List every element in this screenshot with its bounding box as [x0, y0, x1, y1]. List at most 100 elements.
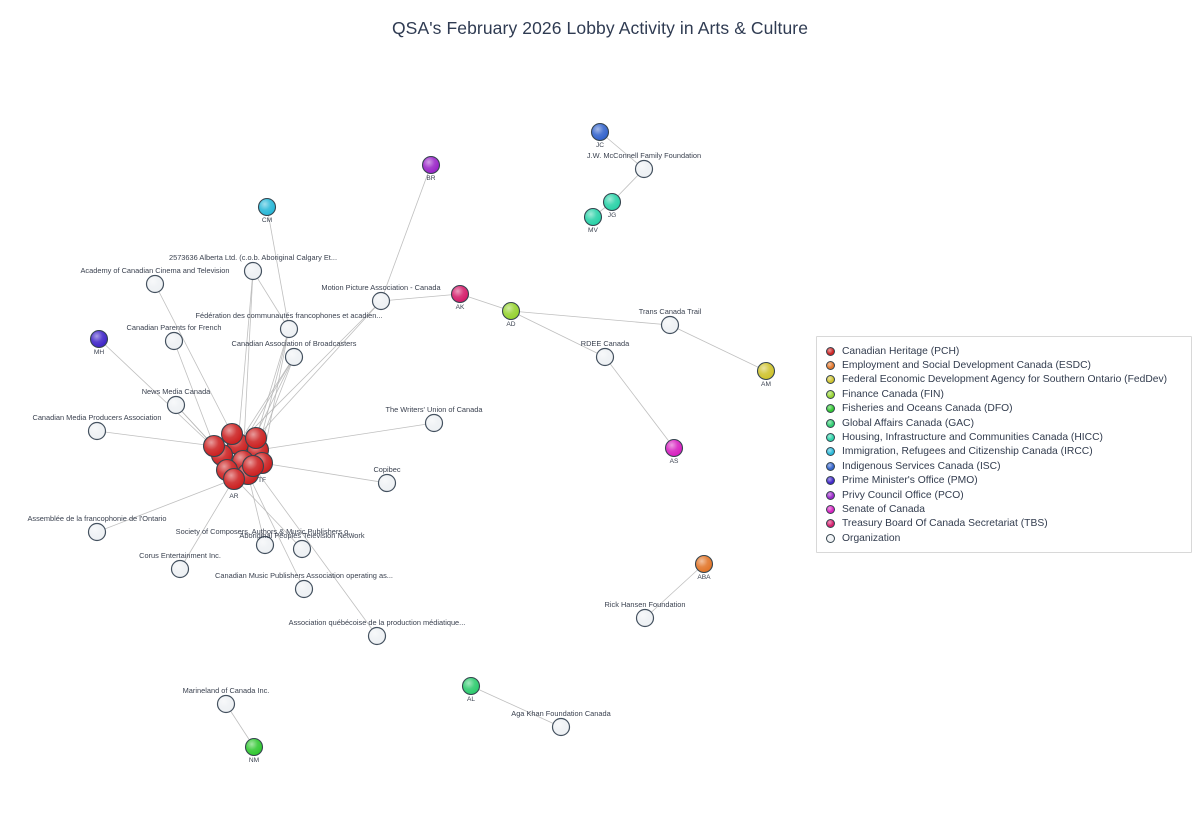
graph-edge — [173, 340, 215, 447]
node-label: Marineland of Canada Inc. — [183, 686, 270, 695]
legend-item-hicc[interactable]: Housing, Infrastructure and Communities … — [826, 430, 1183, 444]
legend-item-label: Indigenous Services Canada (ISC) — [842, 460, 1001, 472]
graph-edge — [380, 164, 432, 302]
graph-edge — [96, 478, 235, 533]
graph-node[interactable] — [551, 717, 571, 737]
node-label: AM — [761, 381, 771, 388]
graph-node[interactable] — [257, 197, 277, 217]
legend-item-pmo[interactable]: Prime Minister's Office (PMO) — [826, 474, 1183, 488]
legend-swatch-icon — [826, 519, 835, 529]
graph-node[interactable] — [377, 473, 397, 493]
legend-item-dfo[interactable]: Fisheries and Oceans Canada (DFO) — [826, 402, 1183, 416]
legend-item-organization[interactable]: Organization — [826, 531, 1183, 545]
graph-node[interactable] — [660, 315, 680, 335]
graph-node[interactable] — [421, 155, 441, 175]
legend-swatch-icon — [826, 346, 835, 356]
graph-edge — [98, 338, 223, 456]
legend-swatch-icon — [826, 476, 835, 486]
graph-node[interactable] — [164, 331, 184, 351]
legend-swatch-icon — [826, 504, 835, 514]
graph-node[interactable] — [602, 192, 622, 212]
graph-node[interactable] — [424, 413, 444, 433]
node-label: News Media Canada — [142, 387, 211, 396]
graph-node[interactable] — [244, 737, 264, 757]
graph-node[interactable] — [216, 694, 236, 714]
graph-node[interactable] — [590, 122, 610, 142]
graph-edge — [510, 310, 671, 326]
graph-edge — [257, 422, 435, 451]
graph-node[interactable] — [87, 421, 107, 441]
legend-item-label: Senate of Canada — [842, 503, 926, 515]
graph-edge — [247, 473, 266, 546]
graph-edge — [470, 685, 562, 728]
graph-node[interactable] — [243, 261, 263, 281]
graph-node[interactable] — [694, 554, 714, 574]
graph-node[interactable] — [595, 347, 615, 367]
graph-node[interactable] — [222, 467, 246, 491]
node-label: Academy of Canadian Cinema and Televisio… — [81, 266, 230, 275]
graph-node[interactable] — [292, 539, 312, 559]
graph-edge — [247, 473, 305, 590]
graph-edge — [266, 206, 290, 330]
node-label: Corus Entertainment Inc. — [139, 551, 221, 560]
legend-item-pco[interactable]: Privy Council Office (PCO) — [826, 488, 1183, 502]
graph-node[interactable] — [284, 347, 304, 367]
graph-edges — [96, 131, 767, 748]
graph-node[interactable] — [635, 608, 655, 628]
node-label: AR — [229, 493, 238, 500]
legend-item-label: Immigration, Refugees and Citizenship Ca… — [842, 446, 1093, 458]
graph-edge — [255, 300, 382, 439]
legend-item-tbs[interactable]: Treasury Board Of Canada Secretariat (TB… — [826, 517, 1183, 531]
graph-node[interactable] — [634, 159, 654, 179]
node-label: RDEE Canada — [581, 339, 630, 348]
legend-item-isc[interactable]: Indigenous Services Canada (ISC) — [826, 459, 1183, 473]
graph-node[interactable] — [371, 291, 391, 311]
graph-node[interactable] — [87, 522, 107, 542]
graph-node[interactable] — [367, 626, 387, 646]
node-label: BR — [426, 175, 435, 182]
graph-edge — [242, 270, 254, 462]
graph-node[interactable] — [664, 438, 684, 458]
graph-edge — [261, 462, 388, 484]
graph-node[interactable] — [166, 395, 186, 415]
legend-item-senate[interactable]: Senate of Canada — [826, 502, 1183, 516]
graph-node[interactable] — [202, 434, 226, 458]
node-label: TF — [258, 477, 266, 484]
graph-node[interactable] — [756, 361, 776, 381]
graph-node[interactable] — [241, 454, 265, 478]
node-label: Motion Picture Association - Canada — [321, 283, 441, 292]
graph-edge — [179, 478, 235, 570]
legend-item-feddev[interactable]: Federal Economic Development Agency for … — [826, 373, 1183, 387]
graph-node[interactable] — [294, 579, 314, 599]
node-label: Canadian Association of Broadcasters — [232, 339, 357, 348]
legend-item-pch[interactable]: Canadian Heritage (PCH) — [826, 344, 1183, 358]
legend-item-gac[interactable]: Global Affairs Canada (GAC) — [826, 416, 1183, 430]
legend-item-fin[interactable]: Finance Canada (FIN) — [826, 387, 1183, 401]
graph-node[interactable] — [461, 676, 481, 696]
node-label: AD — [506, 321, 515, 328]
legend-item-label: Canadian Heritage (PCH) — [842, 345, 960, 357]
node-label: Trans Canada Trail — [639, 307, 702, 316]
graph-node[interactable] — [501, 301, 521, 321]
node-label: CM — [262, 217, 272, 224]
node-label: AK — [456, 304, 465, 311]
graph-node[interactable] — [450, 284, 470, 304]
graph-node[interactable] — [220, 422, 244, 446]
graph-node[interactable] — [89, 329, 109, 349]
graph-node[interactable] — [279, 319, 299, 339]
legend-swatch-icon — [826, 375, 835, 385]
node-label: The Writers' Union of Canada — [386, 405, 484, 414]
node-label: 2573636 Alberta Ltd. (c.o.b. Aboriginal … — [169, 253, 337, 262]
graph-node[interactable] — [244, 426, 268, 450]
legend-item-esdc[interactable]: Employment and Social Development Canada… — [826, 358, 1183, 372]
node-label: Association québécoise de la production … — [289, 618, 466, 627]
legend-item-label: Treasury Board Of Canada Secretariat (TB… — [842, 518, 1048, 530]
graph-node[interactable] — [170, 559, 190, 579]
graph-node[interactable] — [583, 207, 603, 227]
node-label: AL — [467, 696, 475, 703]
node-label: JC — [596, 142, 604, 149]
legend-item-ircc[interactable]: Immigration, Refugees and Citizenship Ca… — [826, 445, 1183, 459]
graph-node[interactable] — [145, 274, 165, 294]
node-label: MV — [588, 227, 598, 234]
